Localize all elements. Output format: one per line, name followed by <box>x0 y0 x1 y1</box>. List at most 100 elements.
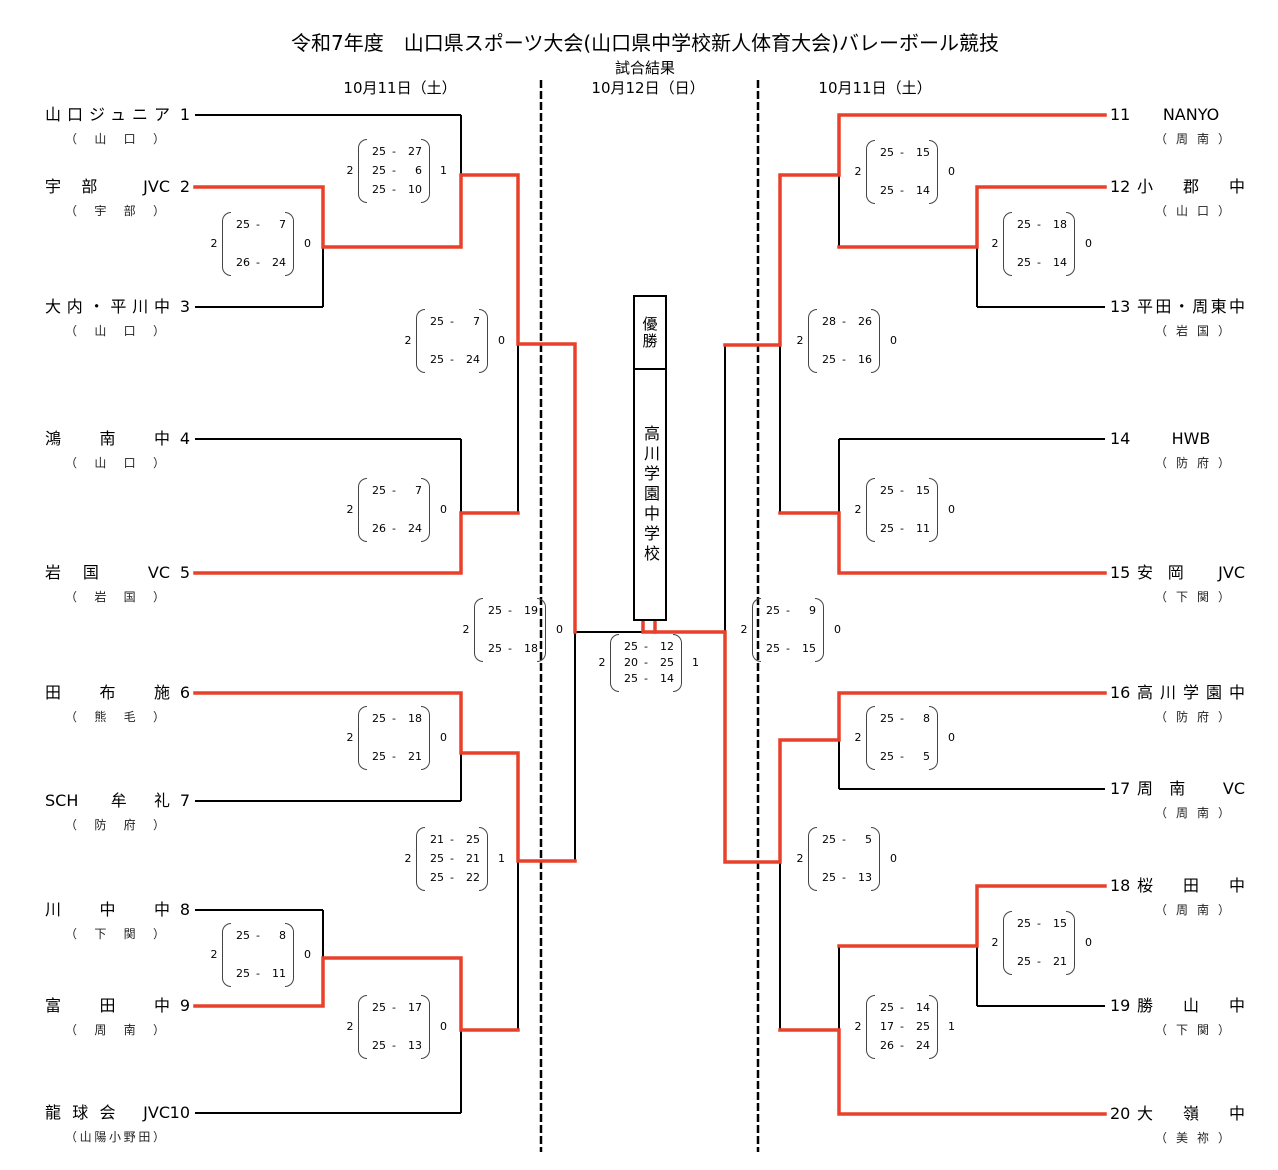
champion-box: 優勝 高川学園中学校 <box>633 295 667 621</box>
set-separator: - <box>392 750 396 763</box>
winner-path-team-9 <box>193 956 520 1032</box>
winner-path-team-11 <box>723 113 1107 347</box>
set-score-row: 25-21 <box>358 750 430 764</box>
sets-won-winner: 2 <box>854 1020 862 1033</box>
set-points-a: 25 <box>430 315 444 328</box>
set-scores: 25-7 25-24 <box>416 309 488 373</box>
set-separator: - <box>450 833 454 846</box>
team-region: （周南） <box>1155 806 1230 820</box>
set-points-a: 25 <box>822 871 836 884</box>
team-region: （周南） <box>1155 132 1230 146</box>
team-number: 17 <box>1110 779 1131 798</box>
team-number: 15 <box>1110 563 1131 582</box>
champion-label-cell: 優勝 <box>635 297 665 370</box>
set-separator: - <box>1037 256 1041 269</box>
set-points-b: 15 <box>916 484 930 497</box>
set-score-row: 25-11 <box>222 967 294 981</box>
set-separator: - <box>392 1001 396 1014</box>
champion-label: 優勝 <box>640 315 659 350</box>
set-score-row: 25-7 <box>222 218 294 232</box>
match-score-box: 2 25-14 17-25 26-24 1 <box>850 995 962 1059</box>
sets-won-loser: 0 <box>440 503 447 516</box>
sets-won-winner: 2 <box>854 165 862 178</box>
set-separator: - <box>842 871 846 884</box>
set-score-row: 20-25 <box>610 656 682 670</box>
team-name: 安岡 JVC <box>1137 563 1245 582</box>
set-points-a: 25 <box>430 852 444 865</box>
set-points-b: 17 <box>408 1001 422 1014</box>
set-separator: - <box>256 929 260 942</box>
set-points-b: 13 <box>858 871 872 884</box>
team-number: 18 <box>1110 876 1131 895</box>
team-number: 10 <box>169 1103 190 1122</box>
set-points-b: 24 <box>272 256 286 269</box>
set-score-row: 25-14 <box>866 184 938 198</box>
set-points-b: 26 <box>858 315 872 328</box>
team-number: 19 <box>1110 996 1131 1015</box>
set-points-a: 21 <box>430 833 444 846</box>
sets-won-loser: 0 <box>948 731 955 744</box>
set-separator: - <box>508 604 512 617</box>
set-score-row: 25-19 <box>474 604 546 618</box>
team-number: 4 <box>179 429 190 448</box>
set-separator: - <box>900 750 904 763</box>
team-number: 3 <box>179 297 190 316</box>
winner-path-team-18 <box>837 884 1107 948</box>
team-region: （美祢） <box>1155 1131 1230 1145</box>
sets-won-loser: 1 <box>692 656 699 669</box>
sets-won-loser: 0 <box>834 623 841 636</box>
team-region: （防府） <box>1155 456 1230 470</box>
champion-name-cell: 高川学園中学校 <box>635 370 665 619</box>
sets-won-loser: 0 <box>556 623 563 636</box>
sets-won-loser: 1 <box>498 852 505 865</box>
sets-won-loser: 0 <box>440 1020 447 1033</box>
set-separator: - <box>1037 218 1041 231</box>
team-region: （岩国） <box>1155 324 1230 338</box>
sets-won-winner: 2 <box>462 623 470 636</box>
set-points-b: 12 <box>660 640 674 653</box>
set-separator: - <box>392 183 396 196</box>
final-score-box: 2 25-12 20-25 25-14 1 <box>594 634 706 692</box>
set-points-a: 25 <box>372 145 386 158</box>
set-scores: 25-7 26-24 <box>358 478 430 542</box>
set-separator: - <box>1037 955 1041 968</box>
date-right: 10月11日（土） <box>818 79 932 97</box>
set-score-row: 25-5 <box>808 833 880 847</box>
set-points-b: 14 <box>916 1001 930 1014</box>
set-points-a: 25 <box>880 484 894 497</box>
team-name: 田布施 <box>45 683 170 702</box>
sets-won-winner: 2 <box>346 164 354 177</box>
set-scores: 21-25 25-21 25-22 <box>416 827 488 891</box>
set-points-b: 27 <box>408 145 422 158</box>
set-points-a: 25 <box>1017 917 1031 930</box>
set-score-row: 26-24 <box>222 256 294 270</box>
set-separator: - <box>450 315 454 328</box>
set-points-a: 25 <box>372 1001 386 1014</box>
sets-won-loser: 0 <box>890 852 897 865</box>
team-region: （防府） <box>1155 710 1230 724</box>
team-number: 13 <box>1110 297 1131 316</box>
set-points-a: 25 <box>1017 955 1031 968</box>
match-score-box: 2 25-18 25-21 0 <box>342 706 454 770</box>
set-separator: - <box>392 484 396 497</box>
team-name: 大内・平川中 <box>45 297 170 316</box>
set-points-b: 7 <box>279 218 286 231</box>
team-name: NANYO <box>1162 105 1220 124</box>
set-points-b: 5 <box>923 750 930 763</box>
set-separator: - <box>900 522 904 535</box>
set-score-row: 25-27 <box>358 145 430 159</box>
winner-path-team-20 <box>778 1028 1107 1116</box>
set-points-a: 25 <box>488 604 502 617</box>
set-points-b: 15 <box>1053 917 1067 930</box>
sets-won-loser: 0 <box>890 334 897 347</box>
team-name: 勝山中 <box>1137 996 1245 1015</box>
team-number: 7 <box>179 791 190 810</box>
set-points-b: 21 <box>1053 955 1067 968</box>
set-score-row: 25-6 <box>358 164 430 178</box>
set-scores: 25-9 25-15 <box>752 598 824 662</box>
set-points-b: 9 <box>809 604 816 617</box>
team-region: （熊毛） <box>65 710 165 724</box>
set-score-row: 26-24 <box>866 1039 938 1053</box>
team-region: （山口） <box>1155 204 1230 218</box>
